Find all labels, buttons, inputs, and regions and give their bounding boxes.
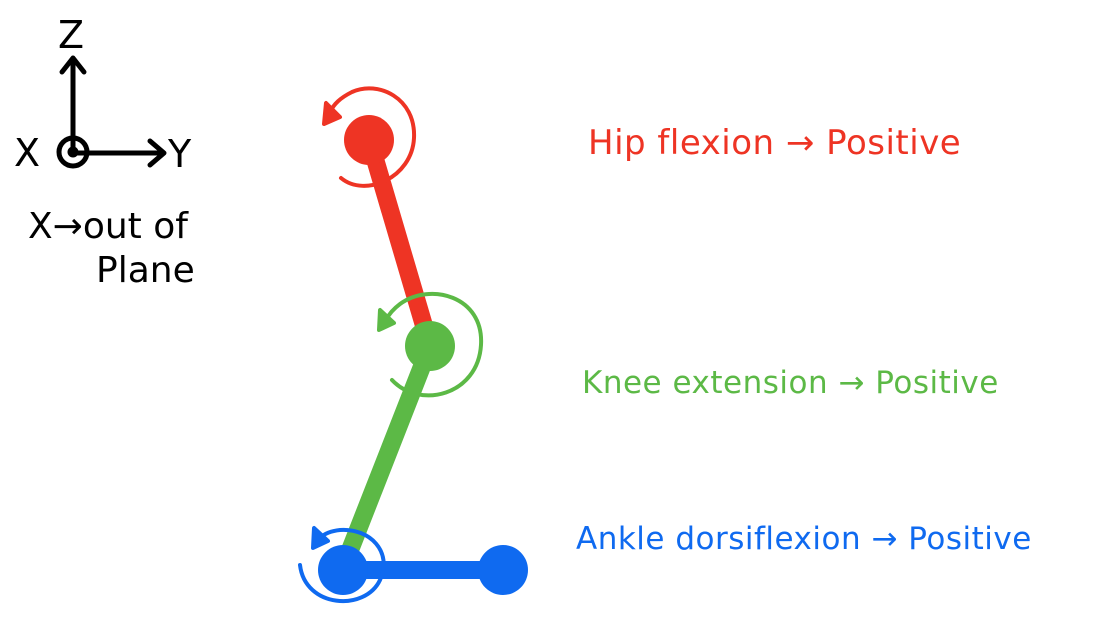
x-axis-circle	[56, 135, 90, 169]
knee-label: Knee extension → Positive	[582, 365, 999, 401]
ankle-joint	[318, 545, 368, 595]
hip-rotation-arrow	[322, 86, 417, 188]
ankle-label: Ankle dorsiflexion → Positive	[576, 521, 1032, 557]
knee-rotation-arrow	[377, 291, 484, 398]
toe-joint	[478, 545, 528, 595]
knee-joint	[405, 321, 455, 371]
x-axis-note-line2: Plane	[96, 250, 195, 291]
hip-label: Hip flexion → Positive	[588, 123, 961, 163]
x-axis-note-line1: X→out of	[28, 206, 189, 247]
coordinate-frame	[56, 55, 167, 169]
z-axis-label: Z	[58, 13, 84, 57]
z-axis-arrowhead	[59, 55, 87, 75]
hip-joint	[344, 115, 394, 165]
x-axis-label: X	[14, 131, 40, 175]
y-axis-label: Y	[167, 132, 192, 176]
y-axis-arrowhead	[147, 138, 167, 168]
thigh-segment	[361, 133, 439, 355]
x-axis-dot	[67, 146, 79, 158]
ankle-rotation-arrow	[298, 526, 386, 604]
shank-segment	[334, 337, 439, 577]
